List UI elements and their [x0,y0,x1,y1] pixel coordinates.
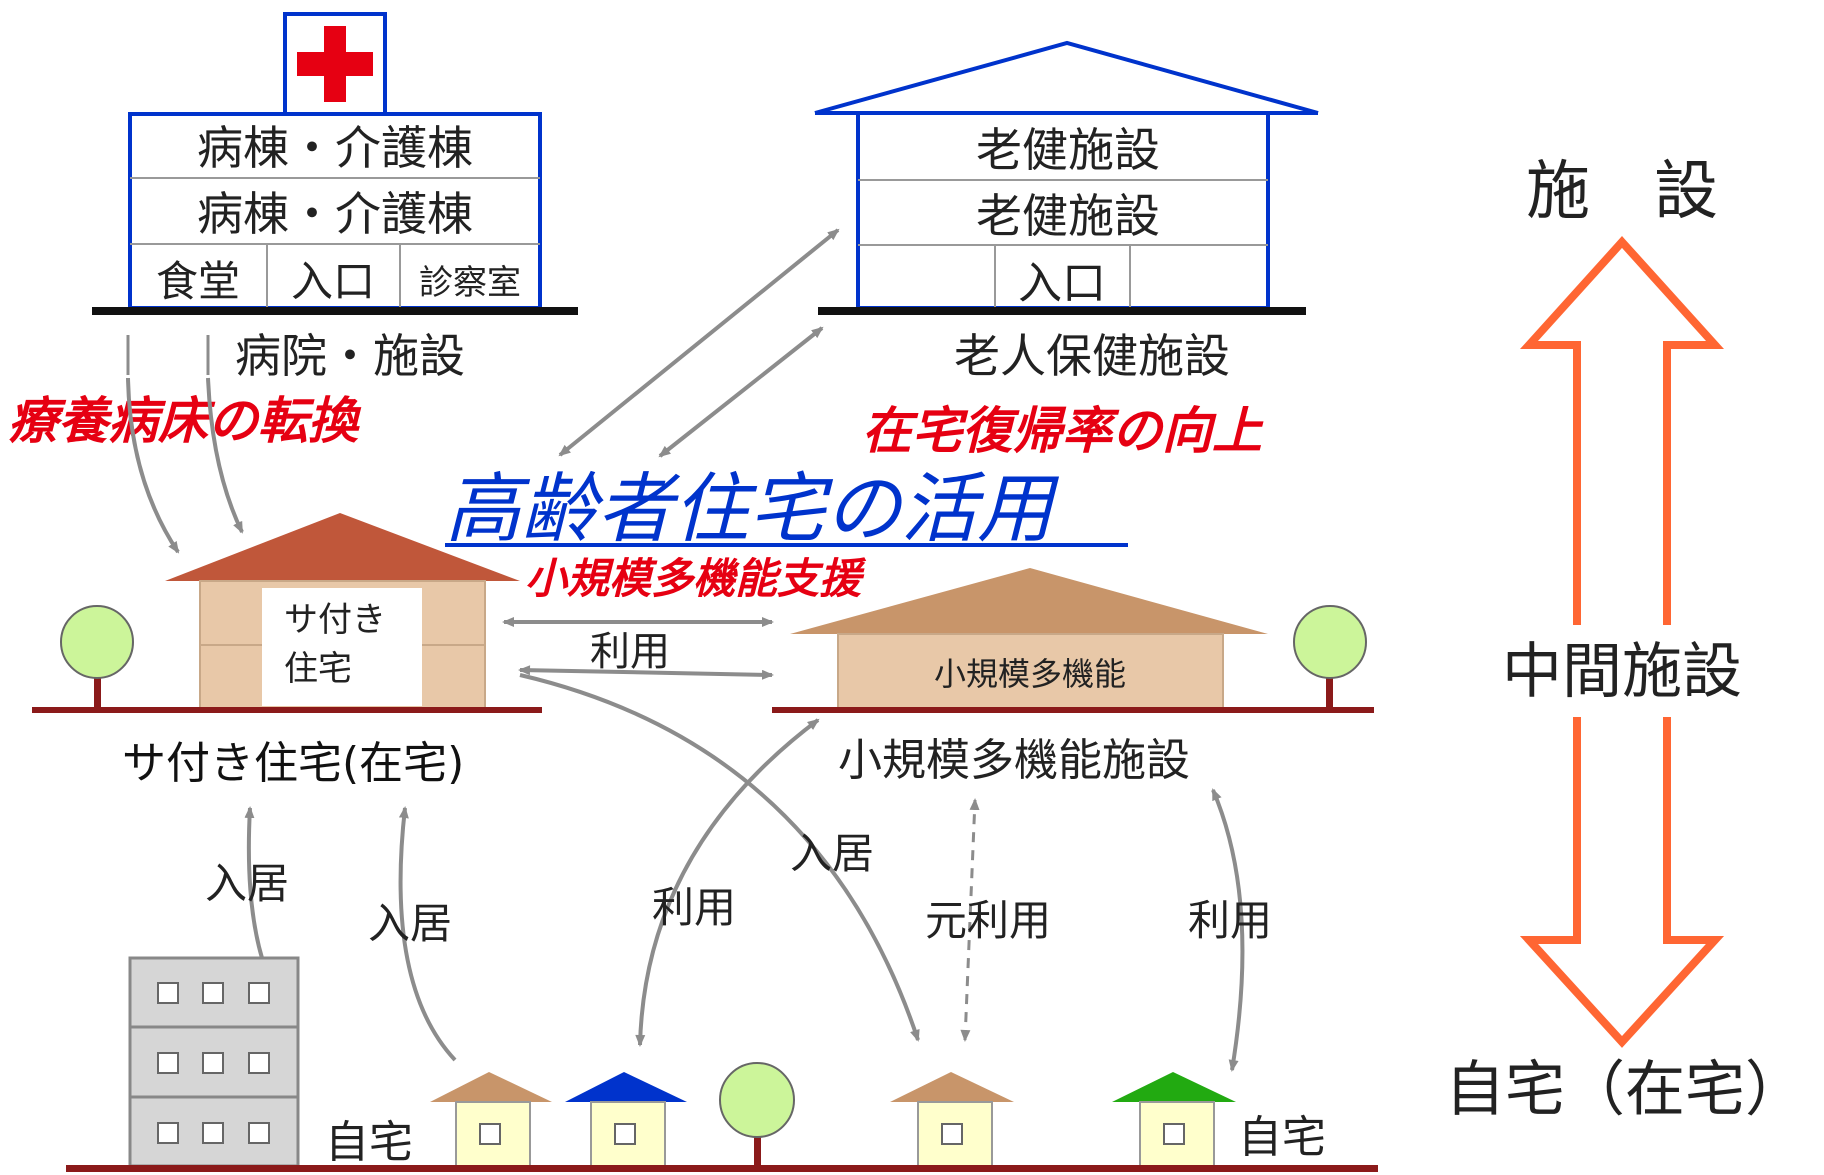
label-use-right: 利用 [1188,896,1272,945]
hospital-caption: 病院・施設 [235,329,465,383]
shokibo-caption: 小規模多機能施設 [838,735,1190,786]
sakoju-ground [32,707,542,713]
hospital-dining-label: 食堂 [156,257,240,306]
roken-row2-label: 老健施設 [976,189,1160,243]
center-headline: 高齢者住宅の活用 [445,464,1060,553]
roken-building: 老健施設 老健施設 入口 老人保健施設 [814,40,1319,383]
center-link-label: 利用 [590,629,670,675]
arrow-hospital-to-sakoju-1 [126,377,180,554]
hospital-exam-label: 診察室 [419,263,521,303]
home-blue [565,1072,687,1167]
sakoju-sign [262,588,422,706]
tree-bottom [719,1062,795,1166]
hospital-ground [92,307,578,315]
scale-middle-mask [1480,625,1764,717]
arrow-home-shokibo-right [1211,788,1245,1072]
tree-left [60,605,134,710]
arrow-roken-upper [558,228,840,457]
label-move-in-left: 入居 [205,859,289,908]
shokibo-roof [790,568,1268,634]
tree-right [1293,605,1367,710]
bottom-ground [66,1165,1378,1172]
red-cross-icon [297,26,373,102]
sakoju-roof [165,513,520,581]
hospital-building: 病棟・介護棟 病棟・介護棟 食堂 入口 診察室 病院・施設 [92,12,578,383]
hospital-red-note: 療養病床の転換 [8,392,362,450]
arrow-hospital-to-sakoju-2 [206,377,244,534]
center-subline: 小規模多機能支援 [525,554,867,603]
roken-entrance-label: 入口 [1018,258,1106,309]
hospital-body [128,112,542,310]
hospital-row1-label: 病棟・介護棟 [197,121,473,175]
label-use-left: 利用 [652,883,736,932]
shokibo-building: 小規模多機能 [790,568,1268,709]
home-left-label: 自宅 [325,1117,413,1168]
scale-middle-label: 中間施設 [1502,637,1742,707]
home-brown-2 [890,1072,1014,1167]
label-former-use: 元利用 [925,896,1051,945]
sakoju-building: サ付き 住宅 [165,513,520,709]
arrow-sakoju-to-home [519,673,920,1042]
hospital-row2-label: 病棟・介護棟 [197,187,473,241]
label-move-in-mid: 入居 [368,899,452,948]
roken-red-note: 在宅復帰率の向上 [862,402,1264,460]
sakoju-sign-line1: サ付き [284,600,386,640]
arrow-building-to-sakoju [244,806,264,959]
sakoju-sign-line2: 住宅 [284,649,352,689]
roken-roof [814,40,1319,115]
scale-top-label: 施 設 [1526,155,1718,229]
home-right-label: 自宅 [1238,1112,1326,1163]
roken-row1-label: 老健施設 [976,123,1160,177]
apartment-building [128,956,300,1168]
label-move-in-right: 入居 [790,829,874,878]
scale-bottom-label: 自宅（在宅） [1445,1055,1805,1125]
shokibo-body [837,633,1224,709]
home-brown-1 [430,1072,552,1167]
arrow-roken-lower [658,326,824,458]
roken-ground [818,307,1306,315]
shokibo-sign: 小規模多機能 [934,655,1126,693]
hospital-entrance-label: 入口 [291,257,375,306]
home-green [1112,1072,1236,1167]
roken-caption: 老人保健施設 [954,329,1230,383]
arrow-home-shokibo-left [635,718,820,1047]
arrow-former-use [960,798,980,1042]
arrow-use-lower [518,665,774,680]
arrow-home-to-sakoju [398,806,457,1062]
sakoju-caption: サ付き住宅(在宅) [122,738,464,789]
shokibo-ground [772,707,1374,713]
